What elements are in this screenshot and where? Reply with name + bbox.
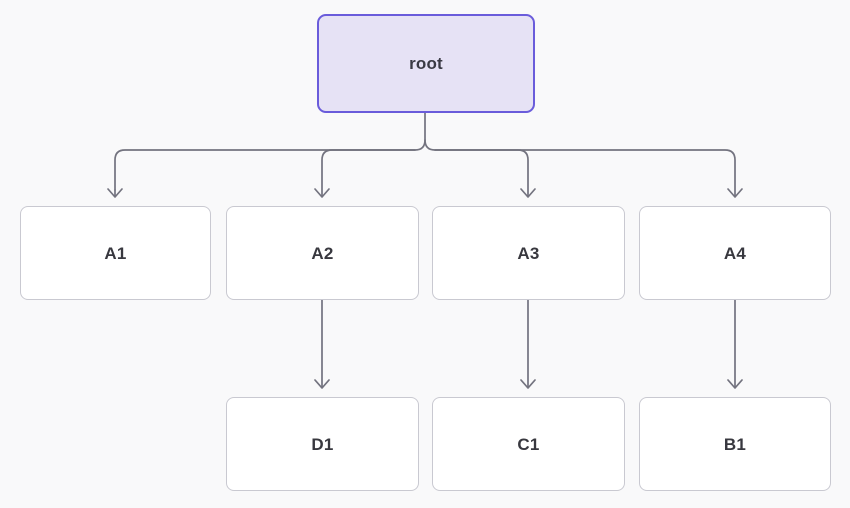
node-a2[interactable]: A2 xyxy=(226,206,419,300)
edge-root-branch-a3 xyxy=(434,149,529,197)
node-a1-label: A1 xyxy=(104,243,127,263)
node-a2-label: A2 xyxy=(311,243,334,263)
node-root-label: root xyxy=(409,54,443,73)
node-b1-label: B1 xyxy=(723,434,747,454)
arrowhead-a1 xyxy=(107,188,123,198)
node-d1-label: D1 xyxy=(311,434,334,454)
arrowhead-d1 xyxy=(314,379,330,389)
arrowhead-a4 xyxy=(727,188,743,198)
arrowhead-a3 xyxy=(520,188,536,198)
node-a4[interactable]: A4 xyxy=(639,206,831,300)
node-c1[interactable]: C1 xyxy=(432,397,625,491)
edge-root-stem xyxy=(114,112,426,191)
node-c1-label: C1 xyxy=(517,434,540,454)
node-a4-label: A4 xyxy=(723,243,747,263)
node-d1[interactable]: D1 xyxy=(226,397,419,491)
arrowhead-c1 xyxy=(520,379,536,389)
node-a3-label: A3 xyxy=(517,243,540,263)
edge-root-trunk-right xyxy=(424,139,736,197)
arrowhead-b1 xyxy=(727,379,743,389)
node-b1[interactable]: B1 xyxy=(639,397,831,491)
node-a3[interactable]: A3 xyxy=(432,206,625,300)
edge-root-branch-a2 xyxy=(321,149,416,197)
node-root[interactable]: root xyxy=(317,14,535,113)
arrowhead-a2 xyxy=(314,188,330,198)
node-a1[interactable]: A1 xyxy=(20,206,211,300)
